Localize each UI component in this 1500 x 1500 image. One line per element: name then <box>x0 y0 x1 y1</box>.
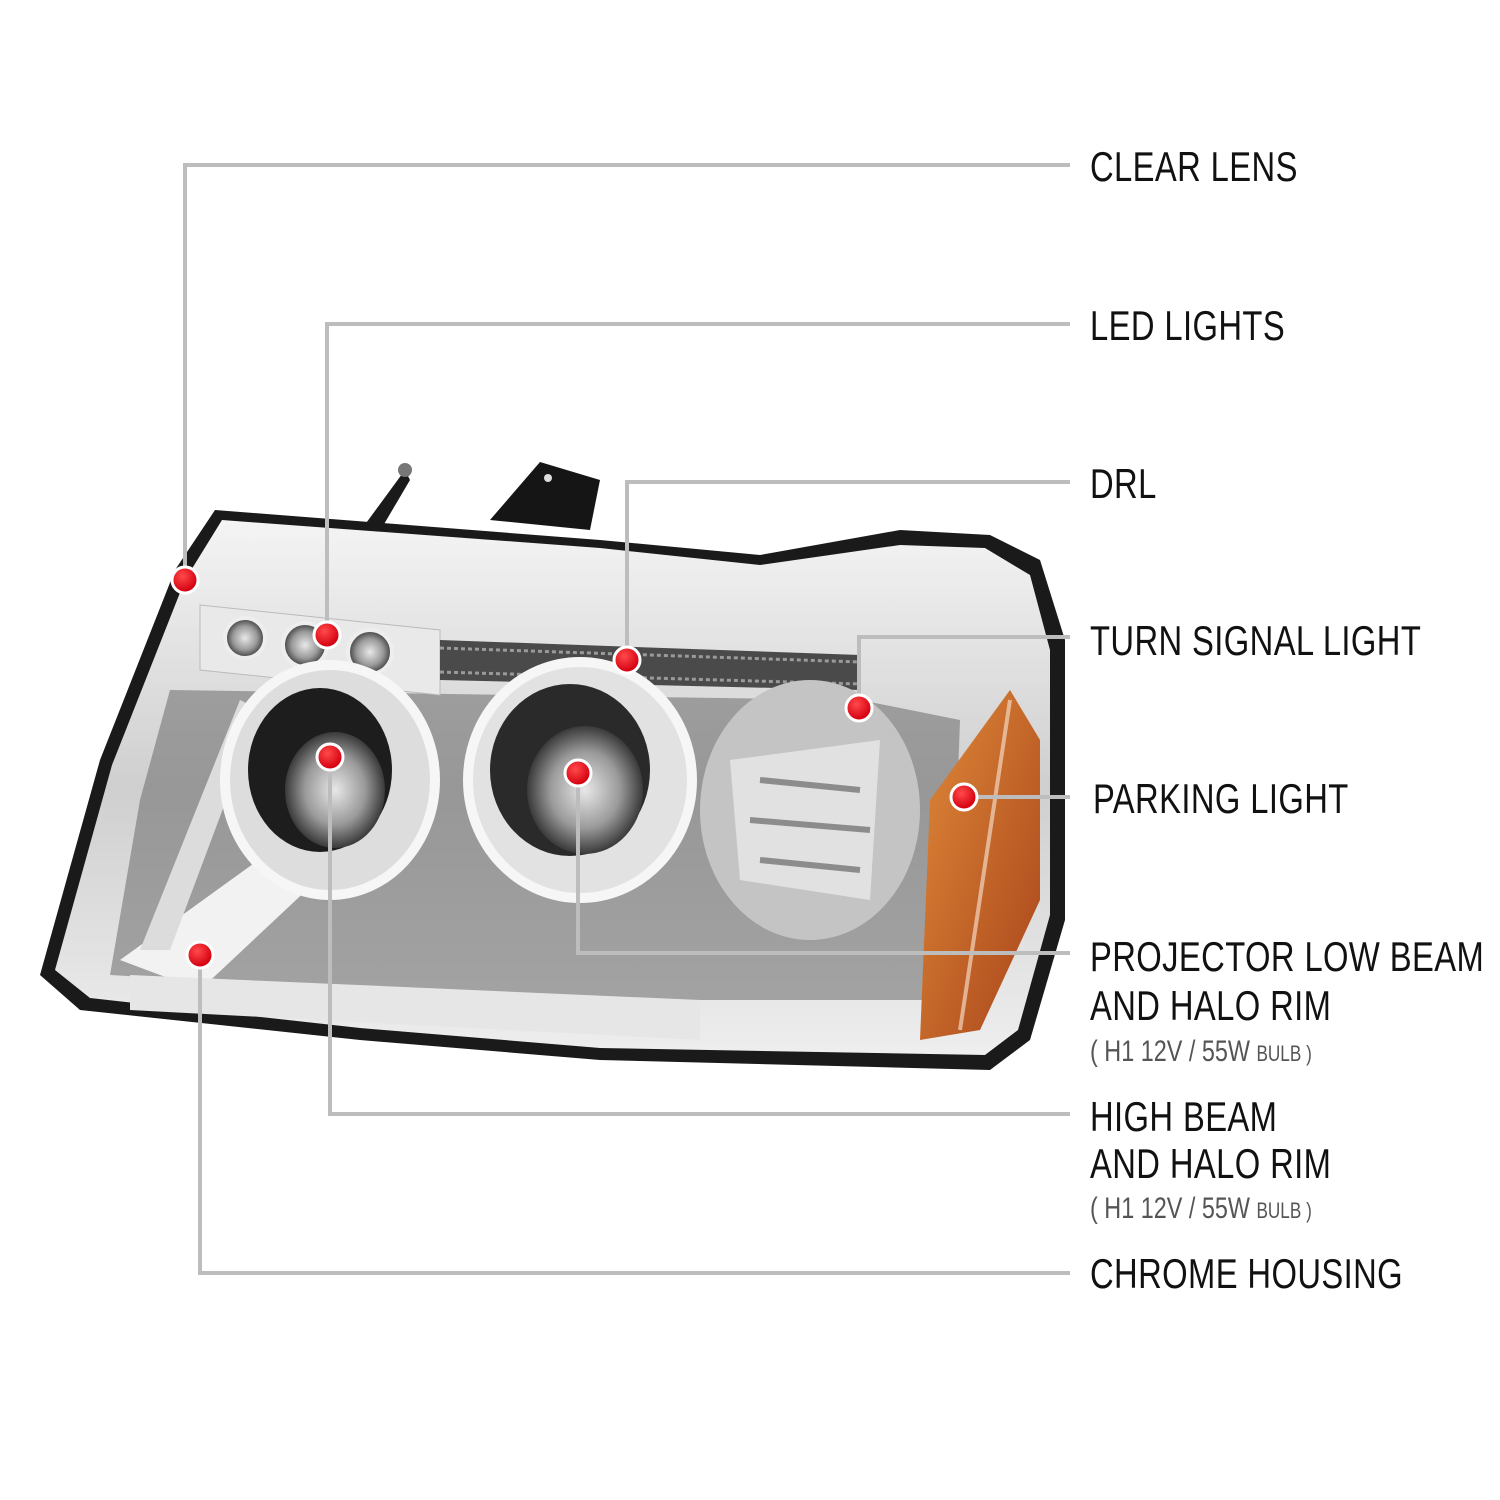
callout-turn-signal-light: TURN SIGNAL LIGHT <box>1090 617 1422 664</box>
callout-drl: DRL <box>1090 460 1157 507</box>
spec-main: ( H1 12V / 55W <box>1090 1035 1250 1068</box>
callout-projector-low-beam-spec: ( H1 12V / 55W BULB ) <box>1090 1035 1312 1071</box>
spec-bulb: BULB ) <box>1256 1198 1312 1223</box>
led-strip <box>199 604 441 696</box>
callout-chrome-housing: CHROME HOUSING <box>1090 1250 1404 1297</box>
callout-dots <box>170 565 979 970</box>
leader-lines <box>183 163 1070 1275</box>
callout-high-beam-line2: AND HALO RIM <box>1090 1140 1332 1187</box>
callout-projector-low-beam-line2: AND HALO RIM <box>1090 982 1332 1029</box>
callout-clear-lens: CLEAR LENS <box>1090 143 1298 190</box>
callout-led-lights: LED LIGHTS <box>1090 302 1286 349</box>
spec-bulb: BULB ) <box>1256 1041 1312 1066</box>
callout-high-beam-line1: HIGH BEAM <box>1090 1093 1278 1140</box>
callout-projector-low-beam-line1: PROJECTOR LOW BEAM <box>1090 933 1485 980</box>
callout-high-beam-spec: ( H1 12V / 55W BULB ) <box>1090 1192 1312 1228</box>
callout-parking-light: PARKING LIGHT <box>1093 775 1349 822</box>
turn-signal-reflector <box>700 680 920 940</box>
spec-main: ( H1 12V / 55W <box>1090 1192 1250 1225</box>
